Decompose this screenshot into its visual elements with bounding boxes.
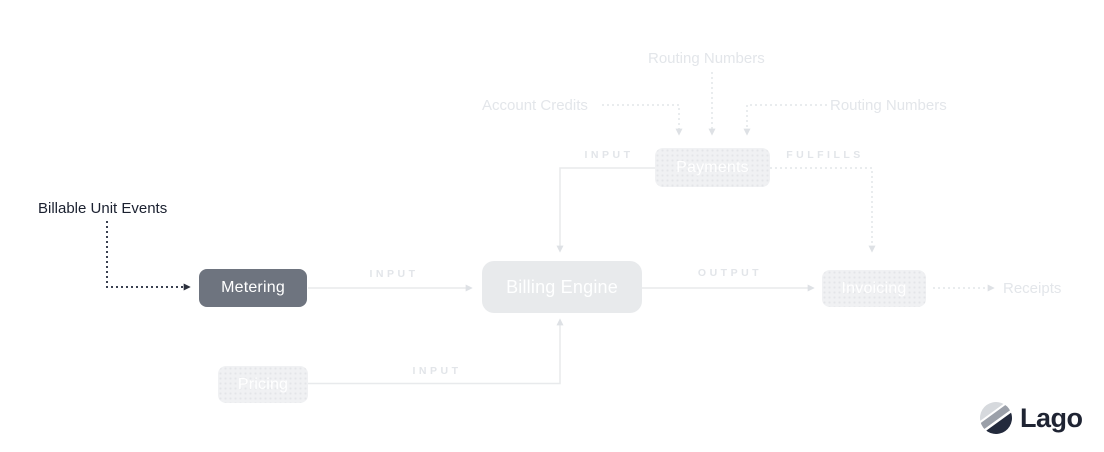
edge-routing-right-to-payments bbox=[743, 104, 827, 136]
node-billing-engine: Billing Engine bbox=[482, 261, 642, 313]
edge-payments-to-billing-engine bbox=[556, 167, 655, 253]
node-pricing: Pricing bbox=[218, 366, 308, 403]
edge-billable-events-to-metering bbox=[106, 221, 191, 291]
lago-logo-wordmark: Lago bbox=[1020, 403, 1083, 433]
input-label-metering: INPUT bbox=[369, 268, 419, 280]
billable-unit-events-label: Billable Unit Events bbox=[38, 200, 168, 217]
node-invoicing: Invoicing bbox=[822, 270, 926, 307]
edge-account-credits-to-payments bbox=[602, 104, 683, 136]
routing-numbers-top-label: Routing Numbers bbox=[648, 50, 765, 67]
lago-logo-icon bbox=[979, 401, 1013, 435]
fulfills-label: FULFILLS bbox=[786, 149, 864, 161]
output-label: OUTPUT bbox=[697, 267, 763, 279]
receipts-label: Receipts bbox=[1003, 280, 1062, 297]
lago-logo[interactable]: Lago bbox=[979, 401, 1083, 435]
node-payments: Payments bbox=[655, 148, 770, 187]
edge-payments-fulfills-invoicing bbox=[770, 167, 876, 253]
node-metering: Metering bbox=[199, 269, 307, 307]
input-label-payments: INPUT bbox=[584, 149, 634, 161]
routing-numbers-right-label: Routing Numbers bbox=[830, 97, 947, 114]
input-label-pricing: INPUT bbox=[412, 365, 462, 377]
edge-pricing-to-billing-engine bbox=[308, 318, 564, 385]
account-credits-label: Account Credits bbox=[482, 97, 588, 114]
